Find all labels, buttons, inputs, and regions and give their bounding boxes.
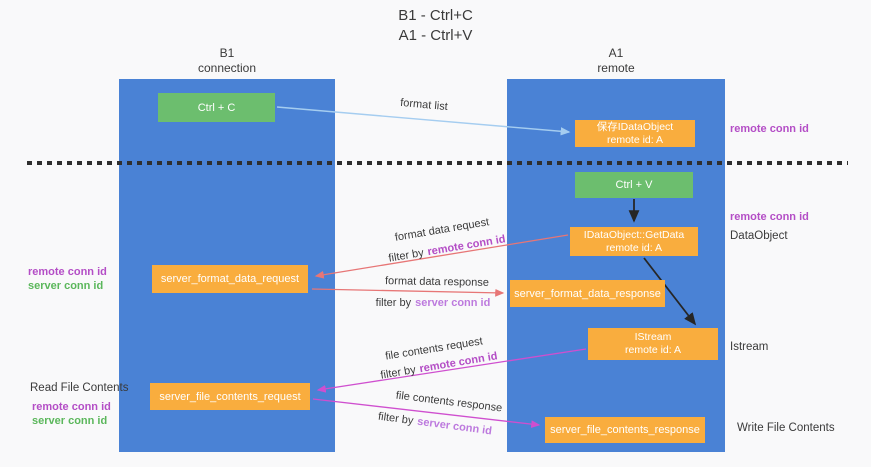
label-dataobject: DataObject — [730, 230, 788, 242]
label-format-list: format list — [399, 96, 449, 114]
title-line-2: A1 - Ctrl+V — [398, 27, 473, 44]
box-save-idataobject-line2: remote id: A — [606, 133, 664, 146]
label-left-remote-conn-id-1: remote conn id — [28, 266, 107, 278]
label-filter-by-text: filter by — [375, 297, 412, 309]
label-format-data-response: format data response — [384, 275, 490, 289]
box-server-format-data-response: server_format_data_response — [510, 280, 665, 307]
box-ctrl-v: Ctrl + V — [575, 172, 693, 198]
label-filter-by-text: filter by — [379, 363, 417, 382]
left-column-header: B1 connection — [119, 46, 335, 76]
box-server-file-contents-request: server_file_contents_request — [150, 383, 310, 410]
box-ctrl-v-label: Ctrl + V — [615, 179, 653, 191]
title-line-1: B1 - Ctrl+C — [398, 7, 473, 24]
box-save-idataobject-line1: 保存IDataObject — [596, 120, 674, 133]
label-istream: Istream — [730, 341, 769, 353]
box-server-format-data-request: server_format_data_request — [152, 265, 308, 293]
label-remote-conn-id-highlight: remote conn id — [426, 233, 507, 259]
box-ctrl-c: Ctrl + C — [158, 93, 275, 122]
label-left-server-conn-id-2: server conn id — [32, 415, 108, 427]
box-idataobject-getdata: IDataObject::GetData remote id: A — [570, 227, 698, 256]
box-istream-line2: remote id: A — [624, 344, 682, 356]
left-column-subtitle: connection — [197, 61, 257, 75]
box-server-format-data-response-label: server_format_data_response — [514, 287, 661, 300]
left-column-name: B1 — [219, 46, 235, 60]
label-write-file-contents: Write File Contents — [737, 422, 835, 434]
box-getdata-line2: remote id: A — [605, 241, 663, 254]
label-filter-by-text: filter by — [377, 410, 415, 428]
box-istream-line1: IStream — [634, 331, 672, 343]
label-read-file-contents: Read File Contents — [30, 382, 129, 394]
right-column-name: A1 — [608, 46, 624, 60]
box-getdata-line1: IDataObject::GetData — [583, 228, 685, 241]
label-right-remote-conn-id-mid: remote conn id — [730, 211, 809, 223]
diagram-title: B1 - Ctrl+C A1 - Ctrl+V — [0, 6, 871, 46]
label-filter-by-text: filter by — [387, 246, 425, 265]
box-server-file-contents-response: server_file_contents_response — [545, 417, 705, 443]
label-left-server-conn-id-1: server conn id — [28, 280, 104, 292]
label-server-conn-id-highlight: server conn id — [416, 415, 493, 438]
box-ctrl-c-label: Ctrl + C — [197, 101, 236, 114]
box-server-file-contents-response-label: server_file_contents_response — [550, 424, 700, 436]
right-column-header: A1 remote — [507, 46, 725, 76]
box-server-file-contents-request-label: server_file_contents_request — [159, 390, 301, 403]
phase-divider-dashed-line — [27, 161, 848, 165]
label-server-conn-id-highlight: server conn id — [415, 297, 491, 309]
label-file-contents-response: file contents response — [395, 389, 503, 415]
label-right-remote-conn-id-top: remote conn id — [730, 123, 809, 135]
arrow-format-data-response — [311, 288, 505, 297]
right-column-subtitle: remote — [597, 61, 635, 75]
label-left-remote-conn-id-2: remote conn id — [32, 401, 111, 413]
box-server-format-data-request-label: server_format_data_request — [160, 273, 300, 285]
box-save-idataobject: 保存IDataObject remote id: A — [575, 120, 695, 147]
box-istream: IStream remote id: A — [588, 328, 718, 360]
